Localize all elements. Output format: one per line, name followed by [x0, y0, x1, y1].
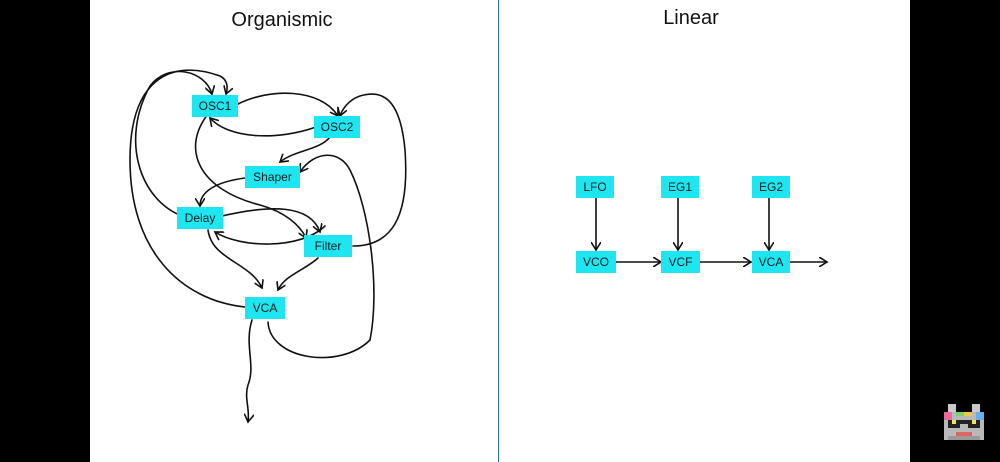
wire-osc1-filter	[194, 113, 306, 238]
node-osc2: OSC2	[314, 116, 360, 138]
node-delay: Delay	[177, 207, 223, 229]
node-vca-linear: VCA	[752, 251, 790, 273]
wire-vca-osc1-loop	[129, 69, 246, 308]
wire-osc2-shaper	[280, 136, 331, 162]
wire-filter-delay	[215, 225, 326, 245]
wire-vca-shaper-loop	[267, 154, 375, 359]
organismic-title: Organismic	[231, 9, 333, 31]
wire-vca-output	[247, 319, 252, 422]
wire-filter-vca	[278, 257, 319, 290]
node-vcf: VCF	[661, 251, 700, 273]
wire-shaper-delay	[200, 177, 246, 206]
wire-filter-osc2-loop	[340, 93, 407, 247]
node-eg2: EG2	[752, 176, 790, 198]
wire-delay-filter	[221, 208, 320, 232]
wire-delay-vca	[207, 229, 262, 288]
wire-osc1-osc2	[237, 92, 338, 116]
wire-delay-osc1-outer	[134, 70, 212, 217]
wire-osc2-osc1	[210, 118, 317, 137]
node-vco: VCO	[576, 251, 616, 273]
pixel-cat-with-glasses-icon	[944, 404, 984, 440]
node-filter: Filter	[304, 235, 352, 257]
slide	[90, 0, 910, 462]
node-osc1: OSC1	[192, 95, 238, 117]
node-eg1: EG1	[661, 176, 699, 198]
node-vca-organismic: VCA	[245, 297, 285, 319]
node-shaper: Shaper	[245, 166, 300, 188]
node-lfo: LFO	[576, 176, 614, 198]
linear-title: Linear	[663, 7, 719, 29]
panel-divider	[498, 0, 499, 462]
